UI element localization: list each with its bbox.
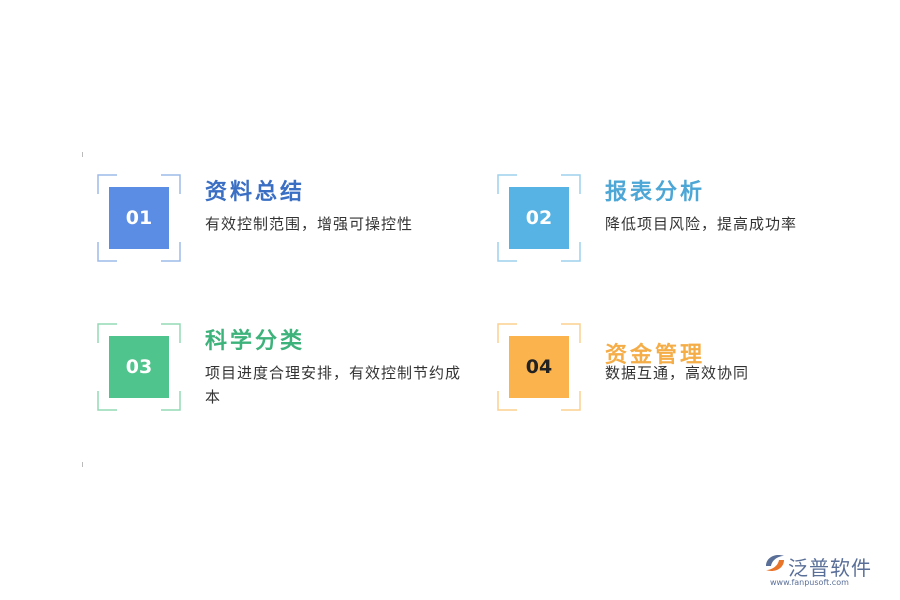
- feature-description: 有效控制范围，增强可操控性: [205, 215, 414, 233]
- number-label: 02: [525, 207, 553, 229]
- number-badge: 03: [109, 336, 169, 398]
- feature-card-2: 02 报表分析 降低项目风险，提高成功率: [497, 174, 877, 274]
- number-label: 04: [525, 356, 553, 378]
- logo-name: 泛普软件: [788, 556, 872, 580]
- corner-frame: [97, 323, 181, 411]
- corner-frame: [497, 323, 581, 411]
- number-badge: 04: [509, 336, 569, 398]
- feature-description: 降低项目风险，提高成功率: [605, 215, 798, 233]
- number-label: 01: [125, 207, 153, 229]
- brand-logo: 泛普软件 www.fanpusoft.com: [758, 548, 888, 592]
- logo-url: www.fanpusoft.com: [770, 578, 849, 587]
- feature-description: 项目进度合理安排，有效控制节约成本: [205, 364, 462, 406]
- decorative-tick-bottom: [82, 462, 83, 467]
- corner-frame: [97, 174, 181, 262]
- feature-title: 报表分析: [605, 180, 706, 205]
- corner-frame: [497, 174, 581, 262]
- feature-description: 数据互通，高效协同: [605, 364, 750, 382]
- number-badge: 01: [109, 187, 169, 249]
- feature-title: 资金管理: [605, 343, 706, 368]
- number-label: 03: [125, 356, 153, 378]
- feature-card-4: 04 资金管理 数据互通，高效协同: [497, 323, 877, 423]
- feature-title: 科学分类: [205, 329, 306, 354]
- feature-card-1: 01 资料总结 有效控制范围，增强可操控性: [97, 174, 477, 274]
- feature-title: 资料总结: [205, 180, 306, 205]
- decorative-tick-top: [82, 152, 83, 157]
- fanpu-logo-icon: [766, 555, 784, 571]
- feature-card-3: 03 科学分类 项目进度合理安排，有效控制节约成本: [97, 323, 477, 423]
- number-badge: 02: [509, 187, 569, 249]
